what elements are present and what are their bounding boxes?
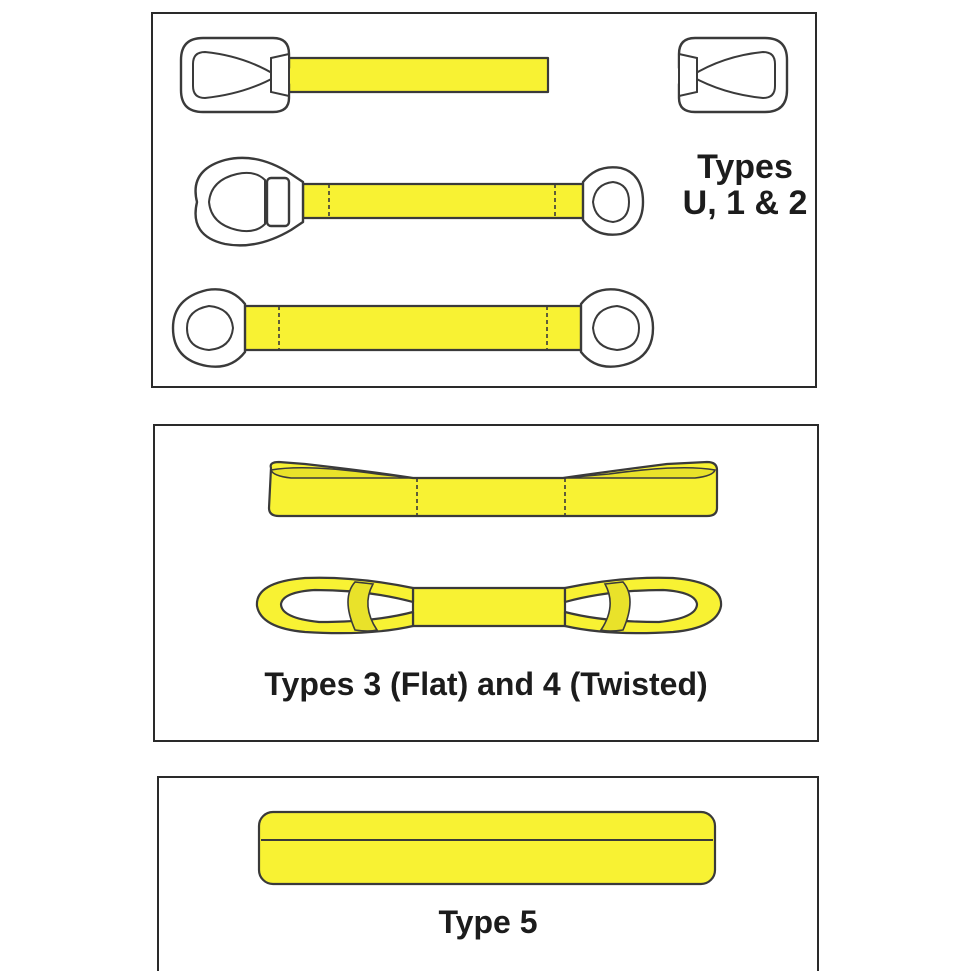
eye-slings-illustration — [255, 460, 723, 635]
panel-types-3-4: Types 3 (Flat) and 4 (Twisted) — [153, 424, 819, 742]
sling-webbing — [276, 56, 550, 94]
label-line: U, 1 & 2 — [682, 183, 808, 222]
hardware-sling-type-2 — [171, 288, 655, 368]
twisted-eye-left-icon — [255, 576, 415, 635]
eye-sling-flat — [267, 460, 719, 518]
endless-sling — [257, 810, 717, 886]
sling-webbing — [239, 304, 588, 352]
panel-type-5: Type 5 — [157, 776, 819, 971]
sling-webbing — [411, 586, 567, 628]
types-u-1-2-label: Types U, 1 & 2 — [665, 148, 825, 222]
type-5-label: Type 5 — [438, 904, 538, 940]
hardware-sling-type-u — [179, 36, 789, 114]
sling-webbing — [301, 182, 590, 220]
panel-types-u-1-2: Types U, 1 & 2 — [151, 12, 817, 388]
hardware-sling-type-1 — [194, 156, 645, 247]
label-line: Types — [697, 148, 793, 186]
types-3-4-label: Types 3 (Flat) and 4 (Twisted) — [264, 666, 708, 702]
eye-sling-twisted — [255, 576, 723, 635]
hardware-slings-illustration — [171, 36, 789, 368]
endless-sling-illustration — [257, 810, 717, 886]
sling-webbing — [257, 810, 717, 886]
twisted-eye-right-icon — [563, 576, 723, 635]
